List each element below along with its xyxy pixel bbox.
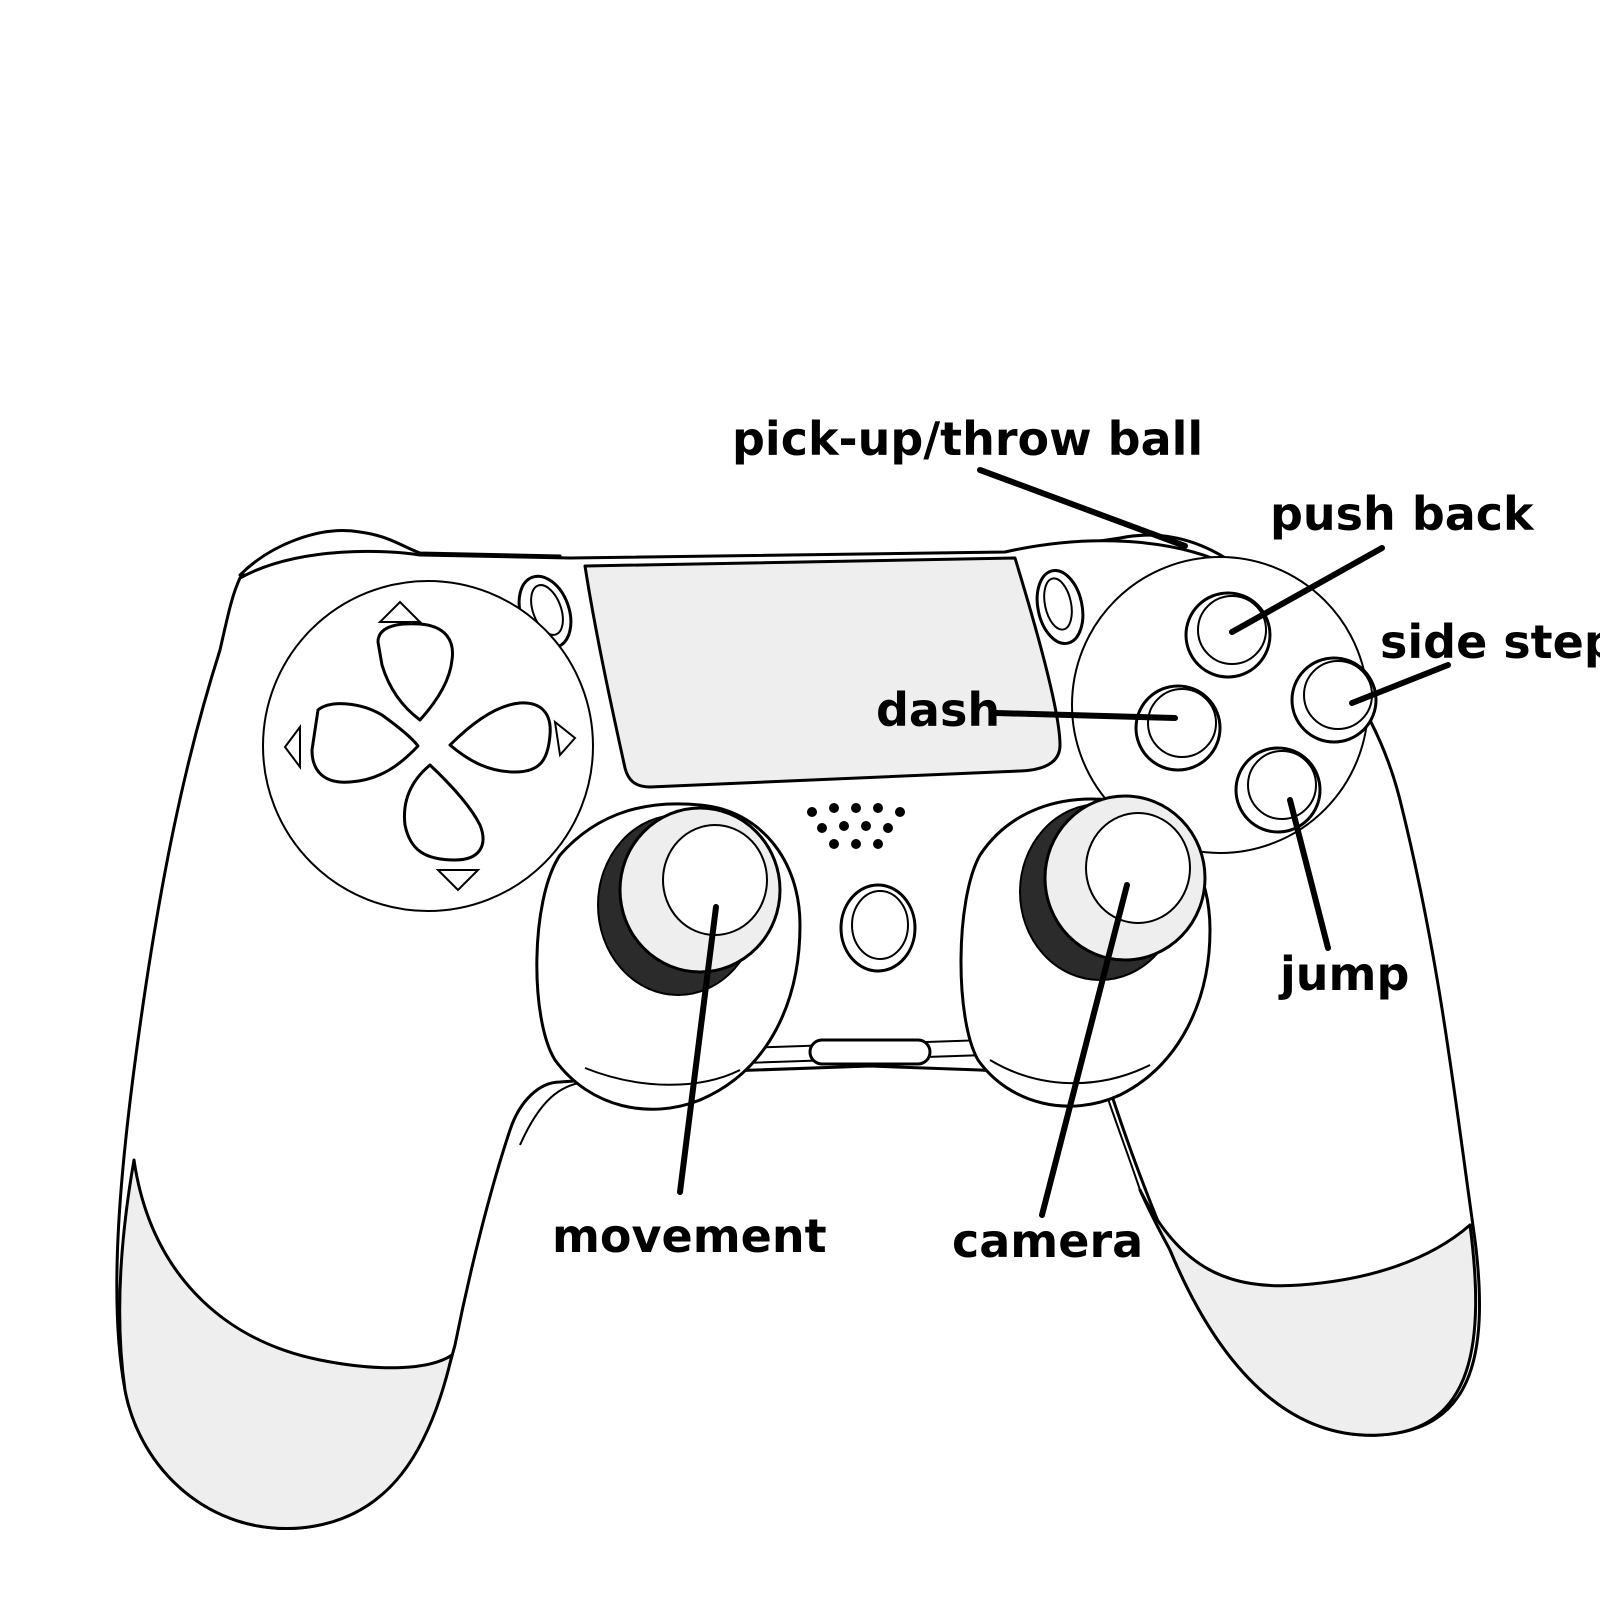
jump-label: jump <box>1278 947 1409 1001</box>
dash-label: dash <box>876 683 1000 737</box>
push-back-leader-line <box>1229 545 1385 635</box>
light-bar <box>744 1038 986 1066</box>
dpad-up-arrow-icon <box>377 600 423 623</box>
circle-button <box>1290 656 1378 744</box>
right-grip-accent <box>1138 1188 1478 1437</box>
dpad-well <box>262 580 594 912</box>
dpad-up-button <box>376 622 455 722</box>
speaker-grille <box>807 803 905 849</box>
touchpad <box>583 556 1062 789</box>
cross-button <box>1234 746 1322 834</box>
side-step-leader-line <box>1349 662 1451 706</box>
side-step-label: side step <box>1380 615 1600 669</box>
movement-label: movement <box>552 1209 827 1263</box>
dpad-left-button <box>310 702 420 784</box>
triangle-button <box>1184 591 1272 679</box>
dpad <box>283 600 577 892</box>
options-button <box>1035 569 1085 645</box>
ps-button <box>839 883 917 973</box>
right-analog-stick <box>959 794 1212 1108</box>
left-grip-accent <box>118 1158 454 1530</box>
dpad-right-arrow-icon <box>553 719 577 758</box>
left-analog-stick <box>535 802 802 1111</box>
pickup-throw-label: pick-up/throw ball <box>732 412 1203 466</box>
dpad-right-button <box>448 701 552 774</box>
jump-leader-line <box>1287 797 1331 951</box>
push-back-label: push back <box>1270 487 1535 541</box>
dash-leader-line <box>993 710 1178 721</box>
dpad-down-button <box>402 763 485 862</box>
camera-label: camera <box>952 1214 1143 1268</box>
dpad-left-arrow-icon <box>283 724 301 770</box>
dpad-down-arrow-icon <box>435 869 481 892</box>
movement-leader-line <box>677 904 719 1195</box>
square-button <box>1134 684 1222 772</box>
camera-leader-line <box>1039 882 1130 1218</box>
pickup-leader-line <box>977 467 1188 549</box>
